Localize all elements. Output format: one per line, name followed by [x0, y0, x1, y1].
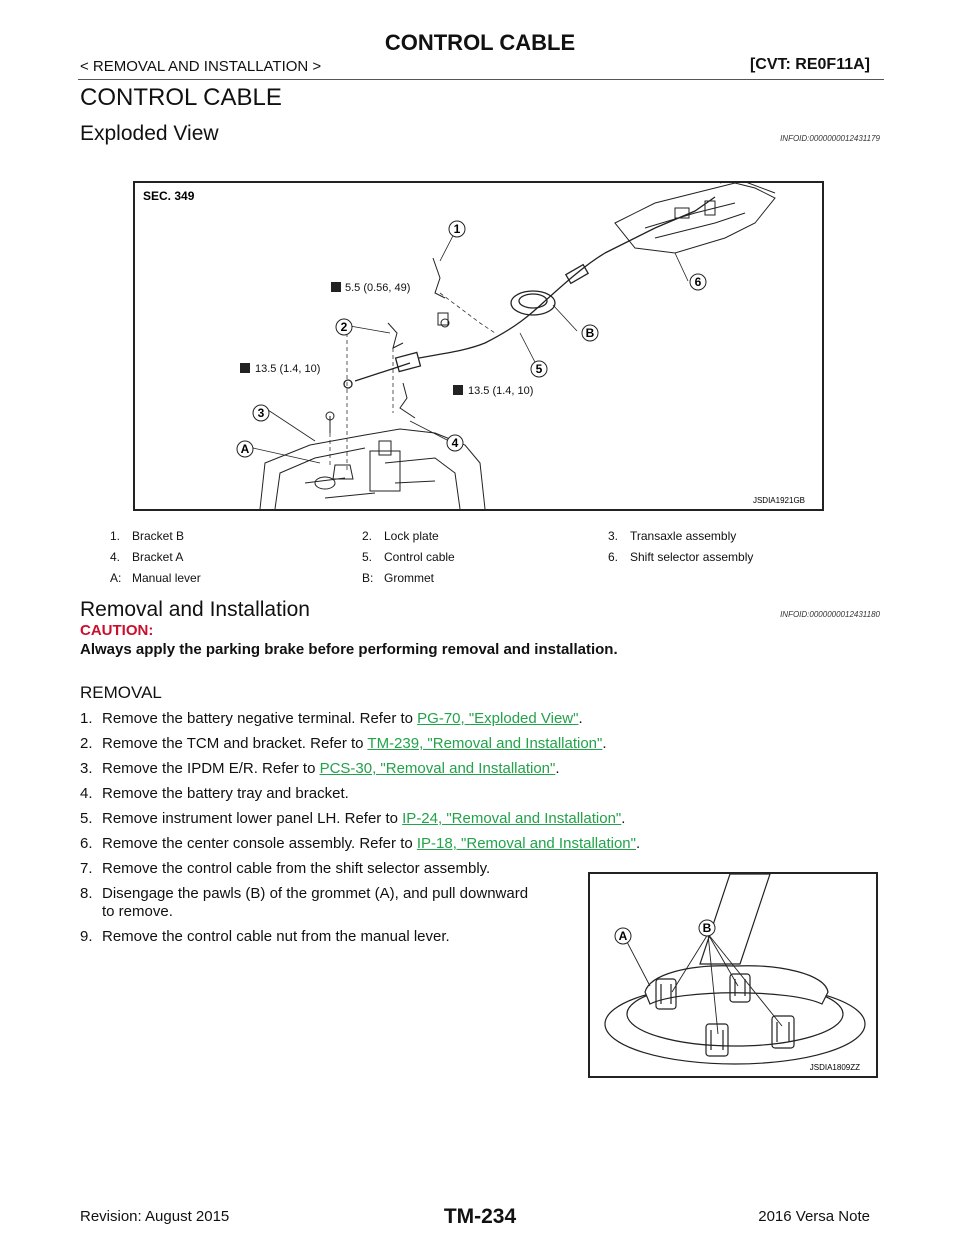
callout-3: 3: [252, 404, 270, 422]
callout-5: 5: [530, 360, 548, 378]
page-header-title: CONTROL CABLE: [384, 30, 576, 55]
step-6: 6.Remove the center console assembly. Re…: [80, 835, 641, 852]
removal-steps: 1.Remove the battery negative terminal. …: [80, 710, 840, 953]
exploded-view-heading: Exploded View: [80, 122, 219, 145]
caution-label: CAUTION:: [80, 622, 154, 639]
svg-text:6: 6: [695, 275, 702, 289]
header-divider: [78, 79, 884, 80]
label-A: A: [619, 929, 628, 943]
exploded-view-figure: 1 2 3 4 5 6 A B 5.5 (0.56, 49) 13.5 (1.4…: [133, 177, 824, 511]
svg-text:B: B: [586, 326, 595, 340]
step-4: 4.Remove the battery tray and bracket.: [80, 785, 349, 802]
grommet-figure: A B JSDIA1809ZZ: [588, 872, 878, 1078]
callout-A: A: [236, 440, 254, 458]
leader-lines: [329, 292, 496, 473]
torque-icon: [453, 385, 463, 395]
ref-link[interactable]: PG-70, "Exploded View": [417, 710, 579, 727]
legend-row: A:Manual lever B:Grommet: [110, 570, 435, 585]
torque-icon: [331, 282, 341, 292]
callout-4: 4: [446, 434, 464, 452]
step-1: 1.Remove the battery negative terminal. …: [80, 710, 583, 727]
svg-text:5: 5: [536, 362, 543, 376]
callout-6: 6: [689, 273, 707, 291]
legend-row: 1.Bracket B 2.Lock plate 3.Transaxle ass…: [110, 528, 737, 543]
torque-label-2: 13.5 (1.4, 10): [255, 363, 320, 375]
legend-row: 4.Bracket A 5.Control cable 6.Shift sele…: [110, 549, 754, 564]
label-B: B: [703, 921, 712, 935]
torque-label-3: 13.5 (1.4, 10): [468, 385, 533, 397]
section-title: CONTROL CABLE: [80, 84, 282, 111]
legend-table: 1.Bracket B 2.Lock plate 3.Transaxle ass…: [110, 525, 753, 588]
shift-selector-drawing: [614, 177, 776, 254]
torque-label-1: 5.5 (0.56, 49): [345, 282, 410, 294]
step-9: 9.Remove the control cable nut from the …: [80, 928, 450, 945]
step-3: 3.Remove the IPDM E/R. Refer to PCS-30, …: [80, 760, 560, 777]
removal-infoid: INFOID:0000000012431180: [780, 610, 880, 619]
caution-text: Always apply the parking brake before pe…: [80, 641, 618, 658]
callout-1: 1: [448, 220, 466, 238]
control-cable-drawing: [343, 196, 716, 389]
callout-B: B: [581, 324, 599, 342]
figure-code: JSDIA1921GB: [753, 496, 805, 505]
svg-text:4: 4: [452, 436, 459, 450]
step-5: 5.Remove instrument lower panel LH. Refe…: [80, 810, 626, 827]
breadcrumb: < REMOVAL AND INSTALLATION >: [80, 58, 322, 75]
ref-link[interactable]: IP-18, "Removal and Installation": [416, 835, 636, 852]
svg-text:1: 1: [454, 222, 461, 236]
step-7: 7.Remove the control cable from the shif…: [80, 860, 491, 877]
ref-link[interactable]: PCS-30, "Removal and Installation": [319, 760, 556, 777]
removal-installation-heading: Removal and Installation: [80, 598, 310, 621]
figure-code: JSDIA1809ZZ: [810, 1063, 860, 1072]
svg-text:A: A: [241, 442, 250, 456]
brackets-drawing: [325, 257, 450, 433]
vehicle-model: 2016 Versa Note: [758, 1208, 870, 1225]
grommet-drawing: A B JSDIA1809ZZ: [604, 873, 866, 1072]
torque-icon: [240, 363, 250, 373]
exploded-drawing: 1 2 3 4 5 6 A B 5.5 (0.56, 49) 13.5 (1.4…: [143, 177, 805, 510]
step-8: 8.Disengage the pawls (B) of the grommet…: [80, 885, 529, 920]
svg-text:3: 3: [258, 406, 265, 420]
model-tag: [CVT: RE0F11A]: [749, 56, 870, 73]
sec-number: SEC. 349: [143, 189, 195, 203]
callout-markers: 1 2 3 4 5 6 A B: [236, 220, 707, 458]
exploded-infoid: INFOID:0000000012431179: [780, 134, 880, 143]
revision-date: Revision: August 2015: [80, 1208, 230, 1225]
callout-leaders: [252, 227, 689, 464]
torque-labels: 5.5 (0.56, 49) 13.5 (1.4, 10) 13.5 (1.4,…: [240, 282, 533, 397]
step-2: 2.Remove the TCM and bracket. Refer to T…: [80, 735, 607, 752]
transaxle-drawing: [259, 428, 486, 510]
removal-subheading: REMOVAL: [80, 683, 162, 702]
callout-2: 2: [335, 318, 353, 336]
ref-link[interactable]: TM-239, "Removal and Installation": [367, 735, 603, 752]
page-number: TM-234: [443, 1205, 517, 1228]
svg-text:2: 2: [341, 320, 348, 334]
ref-link[interactable]: IP-24, "Removal and Installation": [402, 810, 622, 827]
